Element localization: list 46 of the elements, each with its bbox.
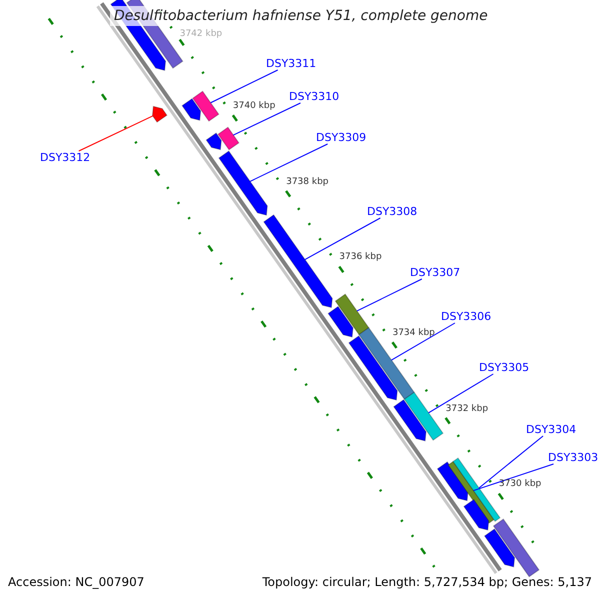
scale-label: 3740 kbp bbox=[232, 101, 276, 112]
gene-label: DSY3305 bbox=[479, 361, 530, 374]
gene-block bbox=[328, 306, 354, 338]
gene-label: DSY3308 bbox=[367, 205, 418, 218]
scale-label: 3742 kbp bbox=[180, 29, 222, 40]
gene-bar bbox=[217, 126, 240, 150]
gene-bar bbox=[492, 518, 540, 578]
scale-label: 3736 kbp bbox=[339, 252, 382, 264]
leader-line bbox=[250, 144, 328, 182]
leader-line bbox=[356, 278, 422, 312]
leader-line bbox=[232, 102, 301, 136]
gene-label: DSY3311 bbox=[266, 57, 316, 70]
gene-bar bbox=[334, 293, 370, 336]
gene-label: DSY3304 bbox=[526, 423, 576, 436]
gene-block bbox=[263, 214, 333, 308]
gene-label: DSY3310 bbox=[289, 90, 340, 103]
gene-block bbox=[348, 335, 398, 401]
gene-block bbox=[484, 528, 516, 568]
genome-info-text: Topology: circular; Length: 5,727,534 bp; Genes: 5,137 bbox=[262, 574, 592, 590]
gene-bar bbox=[192, 90, 220, 122]
gene-block bbox=[152, 106, 168, 123]
gene-label: DSY3303 bbox=[548, 451, 598, 464]
scale-label: 3738 kbp bbox=[286, 176, 328, 188]
gene-bar bbox=[452, 457, 501, 522]
leader-line bbox=[304, 218, 381, 260]
gene-label: DSY3312 bbox=[40, 151, 90, 164]
leader-line bbox=[478, 436, 544, 488]
scale-label: 3732 kbp bbox=[446, 404, 488, 415]
gene-block bbox=[206, 132, 222, 150]
gene-block bbox=[181, 98, 202, 121]
leader-line bbox=[78, 115, 154, 152]
gene-label: DSY3307 bbox=[410, 266, 460, 279]
gene-block bbox=[218, 150, 268, 216]
leader-line bbox=[210, 70, 278, 104]
gene-block bbox=[393, 399, 427, 442]
leader-line bbox=[473, 464, 554, 492]
scale-label: 3734 kbp bbox=[392, 328, 435, 340]
gene-label: DSY3306 bbox=[441, 310, 492, 323]
gene-block bbox=[463, 498, 490, 531]
leader-line bbox=[428, 374, 494, 414]
gene-label: DSY3309 bbox=[316, 131, 366, 144]
accession-text: Accession: NC_007907 bbox=[8, 574, 144, 590]
gene-bar bbox=[358, 327, 415, 400]
leader-line bbox=[391, 322, 456, 361]
scale-label: 3730 kbp bbox=[498, 479, 542, 490]
gene-bar bbox=[404, 392, 444, 441]
